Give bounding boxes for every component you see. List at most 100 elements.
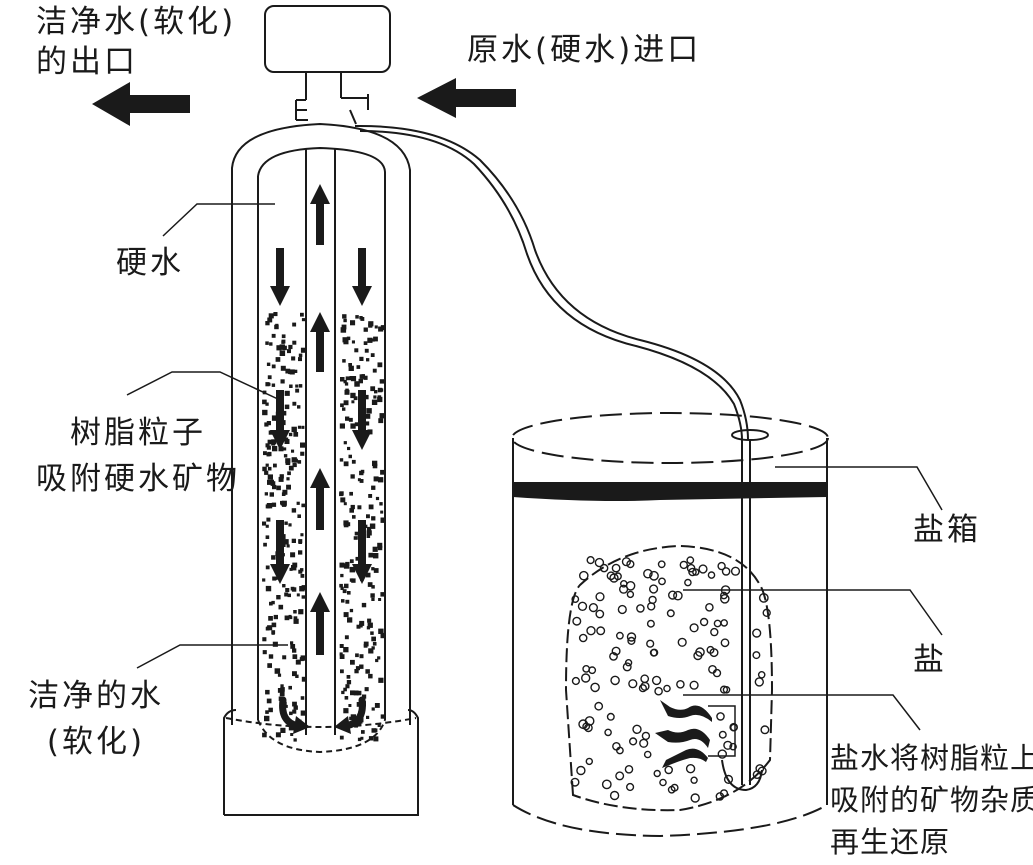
resin-particle — [265, 463, 269, 467]
resin-particle — [288, 344, 293, 350]
resin-particle — [285, 458, 291, 464]
resin-particle — [351, 459, 356, 464]
resin-particle — [340, 669, 344, 674]
resin-particle — [301, 425, 305, 429]
salt-crystal — [581, 673, 591, 683]
regeneration-label-line-1: 盐水将树脂粒上 — [830, 741, 1033, 775]
resin-particle — [363, 643, 368, 648]
brine-line — [354, 124, 749, 441]
leader-hard-water — [162, 203, 275, 237]
salt-crystal — [586, 555, 595, 565]
salt-crystal — [757, 671, 766, 679]
salt-crystal — [718, 730, 727, 739]
salt-crystal — [670, 783, 679, 792]
resin-particle — [288, 725, 294, 731]
resin-particle — [343, 708, 349, 714]
resin-particle — [300, 451, 305, 456]
resin-particle — [356, 624, 361, 629]
salt-crystal — [638, 684, 648, 693]
resin-particle — [347, 591, 351, 595]
salt-crystal — [698, 564, 708, 574]
resin-particle — [339, 652, 343, 656]
resin-particle — [345, 376, 350, 381]
resin-particle — [283, 454, 288, 458]
salt-crystal — [654, 686, 663, 696]
resin-particle — [353, 536, 358, 540]
resin-particle — [275, 732, 281, 738]
resin-particle — [359, 664, 364, 669]
resin-particle — [269, 601, 273, 606]
resin-particle — [292, 701, 297, 707]
resin-particle — [284, 521, 288, 525]
resin-particle — [341, 324, 347, 330]
resin-particle — [290, 644, 296, 649]
resin-particle — [296, 501, 300, 505]
tank-flow-arrows — [270, 184, 372, 655]
salt-crystal — [685, 764, 696, 774]
resin-particle — [365, 572, 371, 578]
salt-crystal — [720, 619, 729, 627]
resin-particle — [288, 432, 293, 437]
leader-regeneration — [683, 694, 921, 731]
salt-crystal — [754, 677, 764, 687]
resin-particle — [348, 704, 352, 707]
resin-particle — [274, 668, 281, 674]
resin-particle — [298, 550, 303, 555]
resin-particle — [379, 502, 383, 506]
resin-particle — [344, 583, 349, 589]
resin-particle — [284, 437, 289, 441]
tank-base — [223, 709, 419, 816]
resin-particle — [343, 563, 350, 569]
resin-particle — [379, 679, 383, 683]
resin-particle — [350, 376, 357, 382]
resin-particle — [271, 441, 276, 446]
resin-particle — [371, 485, 376, 490]
resin-particle — [266, 517, 271, 522]
salt-crystal — [643, 750, 652, 759]
resin-particle — [297, 425, 301, 429]
resin-particle — [267, 474, 273, 480]
resin-particle — [277, 673, 282, 677]
resin-particle — [368, 552, 374, 558]
resin-particle — [292, 562, 298, 568]
down-arrow-icon — [270, 520, 290, 584]
resin-particle — [287, 593, 291, 598]
resin-particle — [290, 586, 295, 591]
resin-particle — [278, 446, 284, 452]
resin-particle — [262, 390, 267, 395]
resin-particle — [368, 494, 373, 498]
resin-particle — [351, 400, 355, 404]
resin-particle — [377, 545, 383, 551]
resin-particle — [378, 477, 384, 483]
salt-crystal — [578, 719, 589, 730]
regeneration-label: 盐水将树脂粒上 吸附的矿物杂质 再生还原 — [830, 737, 1033, 863]
resin-particle — [380, 510, 384, 514]
salt-crystal — [622, 662, 632, 672]
resin-particle — [292, 671, 297, 677]
down-arrow-icon — [270, 248, 290, 306]
resin-particle — [352, 515, 356, 519]
resin-particle — [290, 733, 294, 736]
resin-particle — [263, 542, 267, 547]
resin-particle — [346, 675, 351, 679]
resin-particle — [293, 705, 298, 710]
salt-crystal — [640, 674, 650, 684]
salt-crystal — [755, 764, 765, 773]
salt-crystal — [699, 617, 709, 627]
resin-particle — [365, 413, 371, 419]
resin-particle — [267, 479, 273, 485]
brine-level-band — [513, 482, 827, 501]
salt-crystal — [604, 728, 612, 737]
resin-particle — [373, 736, 379, 742]
resin-particle — [267, 625, 273, 631]
salt-crystal — [588, 602, 599, 613]
resin-particle — [373, 336, 378, 342]
salt-crystal — [646, 619, 655, 628]
resin-particle — [293, 738, 297, 742]
salt-crystal — [757, 766, 767, 776]
resin-particle — [346, 680, 352, 685]
salt-crystal — [707, 571, 716, 579]
resin-particle — [342, 407, 346, 411]
salt-crystal — [719, 685, 729, 694]
resin-particle — [368, 504, 374, 510]
